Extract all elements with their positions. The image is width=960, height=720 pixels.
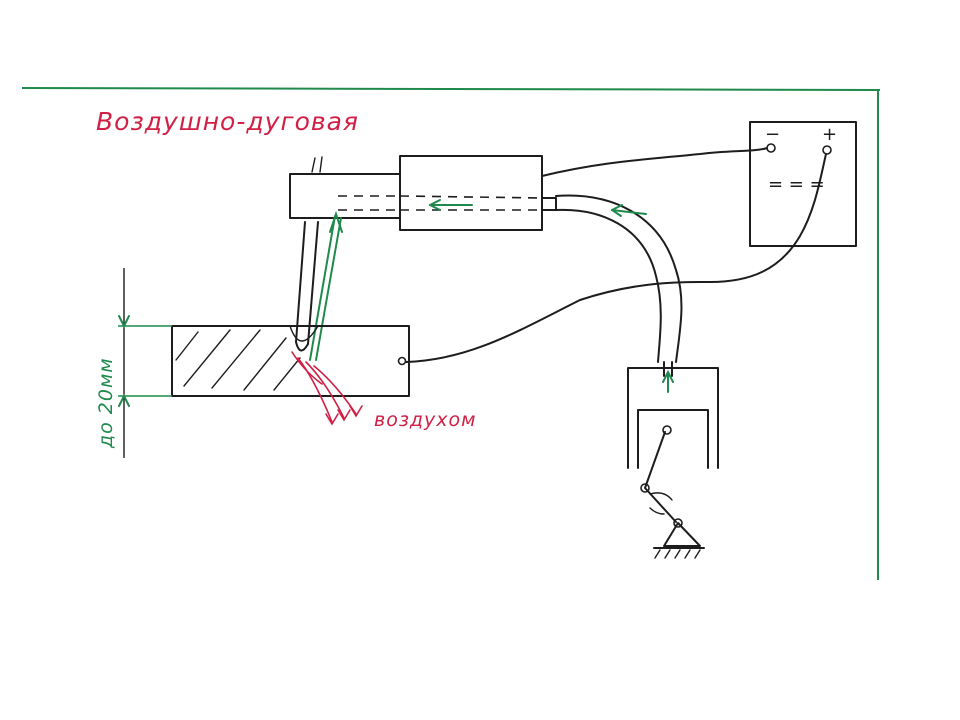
sheet-frame	[21, 87, 881, 580]
power-cables	[405, 147, 827, 363]
torch-body-cylinder	[399, 155, 557, 231]
air-compressor	[627, 361, 719, 559]
torch-holder	[289, 156, 401, 219]
air-flow-arrows	[291, 351, 363, 426]
capacitor-marks: = = =	[768, 174, 825, 195]
plus-terminal-label: +	[822, 124, 837, 145]
diagram-title: Воздушно-дуговая	[96, 107, 359, 136]
workpiece	[171, 325, 410, 397]
air-hose	[555, 194, 683, 363]
power-source: − + = = =	[749, 121, 857, 247]
thickness-dimension	[118, 268, 172, 458]
carbon-electrode	[295, 210, 343, 361]
thickness-label: до 20мм	[95, 357, 117, 449]
air-label: воздухом	[374, 409, 477, 431]
minus-terminal-label: −	[765, 124, 780, 145]
